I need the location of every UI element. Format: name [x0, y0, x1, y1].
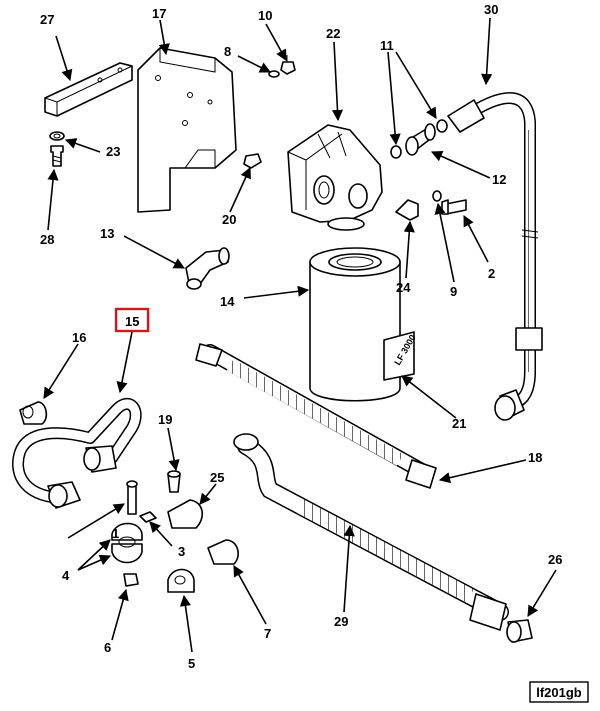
- washer-part-23: [49, 131, 65, 141]
- callout-8: 8: [224, 44, 231, 59]
- callout-18: 18: [528, 450, 542, 465]
- filter-head-part-22: [287, 124, 383, 231]
- callout-30: 30: [484, 2, 498, 17]
- nut-part-3: [139, 511, 157, 523]
- nut-part-6: [123, 573, 139, 587]
- callout-4: 4: [62, 568, 70, 583]
- callout-13: 13: [100, 226, 114, 241]
- callout-27: 27: [40, 12, 54, 27]
- callout-6: 6: [104, 640, 111, 655]
- o-ring-part-11: [390, 119, 448, 159]
- callout-labels: 1 2 3 4 5 6 7 8 9 10 11 12 13 14 15 16 1…: [40, 2, 562, 671]
- callout-3: 3: [178, 544, 185, 559]
- callout-12: 12: [492, 172, 506, 187]
- callout-24: 24: [396, 280, 411, 295]
- mounting-bar-part-27: [44, 62, 133, 117]
- callout-1: 1: [112, 526, 119, 541]
- elbow-part-13: [185, 247, 230, 290]
- callout-29: 29: [334, 614, 348, 629]
- plug-part-20: [243, 153, 262, 169]
- callout-16: 16: [72, 330, 86, 345]
- leader-lines: [43, 17, 557, 653]
- callout-26: 26: [548, 552, 562, 567]
- clamp-pair-part-4: [111, 522, 143, 564]
- callout-10: 10: [258, 8, 272, 23]
- callout-20: 20: [222, 212, 236, 227]
- washer-part-8: [268, 70, 280, 78]
- figure-reference-box: lf201gb: [529, 681, 589, 703]
- callout-19: 19: [158, 412, 172, 427]
- clamp-part-16: [19, 401, 48, 425]
- callout-17: 17: [152, 6, 166, 21]
- hose-part-30: [447, 92, 543, 421]
- screw-part-19: [167, 470, 181, 493]
- callout-28: 28: [40, 232, 54, 247]
- fitting-part-26: [506, 619, 533, 643]
- bolt-part-28: [50, 145, 64, 167]
- screw-part-10: [280, 55, 296, 75]
- fitting-part-12: [405, 123, 436, 156]
- callout-9: 9: [450, 284, 457, 299]
- clamp-part-7: [207, 539, 239, 565]
- washer-part-9: [432, 190, 442, 202]
- clamp-part-25: [167, 499, 203, 529]
- bracket-plate-part-17: [137, 47, 237, 213]
- callout-22: 22: [326, 26, 340, 41]
- callout-14: 14: [220, 294, 235, 309]
- screw-part-1: [126, 480, 138, 515]
- elbow-part-24: [395, 199, 419, 221]
- hose-part-29: [233, 433, 509, 631]
- callout-15: 15: [125, 314, 139, 329]
- callout-2: 2: [488, 266, 495, 281]
- clamp-part-5: [167, 568, 195, 593]
- callout-5: 5: [188, 656, 195, 671]
- callout-7: 7: [264, 626, 271, 641]
- callout-25: 25: [210, 470, 224, 485]
- hose-part-18: [195, 343, 437, 489]
- callout-23: 23: [106, 144, 120, 159]
- callout-11: 11: [380, 38, 394, 53]
- filter-cartridge-part-14: LF 3000: [309, 247, 418, 402]
- figure-id: lf201gb: [536, 685, 582, 700]
- callout-21: 21: [452, 416, 466, 431]
- bolt-part-2: [441, 199, 467, 215]
- callout-15-highlight: [114, 307, 150, 333]
- tube-part-15: [12, 397, 142, 509]
